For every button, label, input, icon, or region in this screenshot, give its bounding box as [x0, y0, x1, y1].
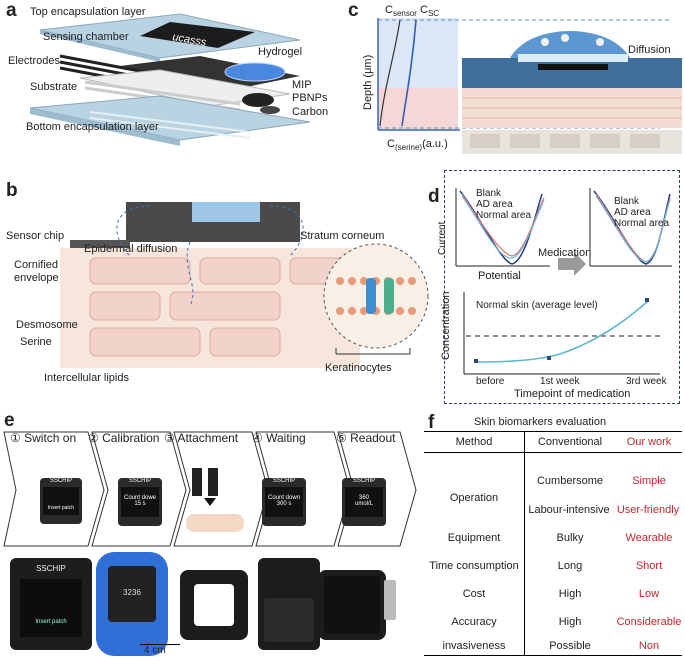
label-sensing-chamber: Sensing chamber — [43, 31, 129, 43]
row-equipment-ours: Wearable — [625, 532, 673, 544]
row-operation-method: Operation — [449, 492, 499, 504]
label-epidermal-diffusion: Epidermal diffusion — [84, 243, 178, 255]
label-desmosome: Desmosome — [16, 319, 78, 331]
header-conventional: Conventional — [537, 436, 603, 448]
row-time-consumption-method: Time consumption — [429, 560, 519, 572]
panel-a-letter: a — [6, 0, 17, 21]
d-tick-2: 3rd week — [626, 376, 667, 387]
d-tick-1: 1st week — [540, 376, 580, 387]
label-top-layer: Top encapsulation layer — [30, 6, 146, 18]
row-time-consumption-ours: Short — [635, 560, 663, 572]
c-diffusion-label: Diffusion — [628, 44, 671, 56]
label-hydrogel: Hydrogel — [258, 46, 303, 58]
row-invasiveness-method: invasiveness — [442, 640, 506, 652]
label-stratum-corneum: Stratum corneum — [300, 230, 385, 242]
row-accuracy-ours: Considerable — [616, 616, 682, 628]
table-column-rule — [524, 431, 525, 655]
label-mip: MIP — [292, 79, 312, 91]
label-pbnps: PBNPs — [292, 92, 328, 104]
c-x-label: C(serine)(a.u.) — [387, 138, 448, 153]
photo-device-open — [318, 570, 386, 640]
row-equipment-conventional: Bulky — [556, 532, 584, 544]
label-intercellular-lipids: Intercellular lipids — [44, 372, 129, 384]
step-1-title: ① Switch on — [10, 431, 77, 445]
device-step-5: SSCHIP 360 umol/L — [342, 478, 386, 526]
step-5-title: ⑤ Readout — [336, 431, 396, 445]
step-4-title: ④ Waiting — [252, 431, 306, 445]
scale-bar — [140, 644, 180, 645]
device-step-3 — [186, 468, 246, 538]
chip-logo: ucasss — [171, 31, 207, 49]
row-operation-ours-1: Simple — [632, 475, 666, 487]
panel-c-letter: c — [348, 0, 359, 21]
header-method: Method — [455, 436, 493, 448]
panel-b-illustration — [60, 202, 429, 368]
row-equipment-method: Equipment — [447, 532, 501, 544]
photo-device-front: SSCHIP Insert patch — [10, 558, 92, 650]
photo-patch — [384, 580, 396, 620]
row-time-consumption-conventional: Long — [557, 560, 583, 572]
device-step-4: SSCHIP Count down 300 s — [262, 478, 306, 526]
row-accuracy-conventional: High — [558, 616, 582, 628]
label-carbon: Carbon — [292, 106, 329, 118]
panel-d-letter: d — [428, 186, 440, 207]
label-electrodes: Electrodes — [8, 55, 60, 67]
d-tick-0: before — [476, 376, 505, 387]
panel-f-letter: f — [428, 412, 435, 433]
photo-device-pcb — [258, 558, 320, 650]
c-depth-label: Depth (μm) — [362, 54, 374, 110]
label-cornified-envelope: Cornified envelope — [14, 259, 59, 284]
d-timepoint-label: Timepoint of medication — [514, 388, 631, 400]
header-our-work: Our work — [626, 436, 672, 448]
panel-a-illustration: ucasss — [29, 13, 311, 146]
d-concentration-label: Concentration — [440, 291, 452, 361]
row-cost-method: Cost — [462, 588, 486, 600]
label-bottom-layer: Bottom encapsulation layer — [26, 121, 159, 133]
panel-c-illustration — [377, 18, 682, 154]
row-invasiveness-conventional: Possible — [549, 640, 591, 652]
row-cost-ours: Low — [638, 588, 660, 600]
row-operation-ours-2: User-friendly — [616, 504, 680, 516]
d-medication-label: Medication — [538, 247, 592, 259]
table-bottom-rule — [424, 655, 682, 656]
row-operation-conventional-1: Cumbersome — [536, 475, 604, 487]
row-accuracy-method: Accuracy — [451, 616, 497, 628]
table-header-rule — [424, 452, 682, 453]
row-cost-conventional: High — [558, 588, 582, 600]
panel-b-letter: b — [6, 180, 18, 201]
photo-device-case — [180, 570, 248, 640]
d-normal-skin-label: Normal skin (average level) — [476, 300, 598, 311]
step-3-title: ③ Attachment — [164, 431, 239, 445]
photo-hand-holding-device: 3236 — [96, 552, 168, 656]
d-potential-label: Potential — [478, 270, 521, 282]
panel-e-letter: e — [4, 410, 15, 431]
c-sensor-label: Csensor — [385, 4, 417, 19]
label-keratinocytes: Keratinocytes — [325, 362, 392, 374]
row-invasiveness-ours: Non — [638, 640, 660, 652]
d-current-label: Current — [437, 221, 448, 255]
device-step-1: SSCHIP Insert patch — [40, 478, 82, 524]
c-sc-label: CSC — [420, 4, 440, 19]
step-2-title: ② Calibration — [88, 431, 160, 445]
panel-d-frame — [444, 170, 680, 404]
label-substrate: Substrate — [30, 81, 78, 93]
table-title: Skin biomarkers evaluation — [474, 416, 607, 428]
panel-d-illustration — [455, 188, 672, 375]
device-step-2: SSCHIP Count dowe 15 s — [118, 478, 162, 526]
label-serine: Serine — [20, 336, 52, 348]
row-operation-conventional-2: Labour-intensive — [528, 504, 610, 516]
table-top-rule — [424, 431, 682, 432]
label-sensor-chip: Sensor chip — [6, 230, 65, 242]
scale-label: 4 cm — [144, 645, 166, 656]
